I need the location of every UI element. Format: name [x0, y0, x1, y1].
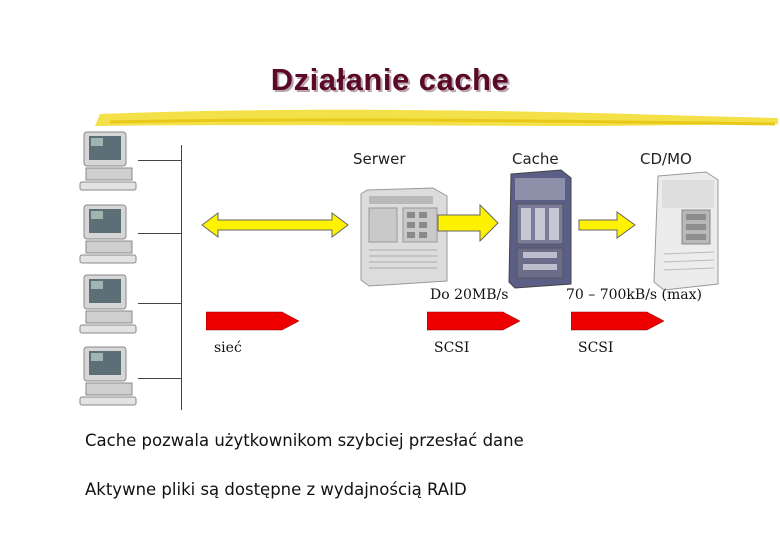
cache-label: Cache: [512, 150, 559, 168]
net-label: sieć: [214, 340, 242, 356]
cdmo-drive-icon: [653, 171, 719, 291]
network-line: [181, 145, 182, 410]
network-connector-2: [138, 233, 181, 234]
title-underline: [95, 109, 778, 126]
client-computer-icon: [79, 131, 137, 191]
scsi1-red-arrow: [427, 311, 521, 331]
cache-speed-label: Do 20MB/s: [430, 287, 509, 303]
bullet-text: Cache pozwala użytkownikom szybciej prze…: [85, 431, 524, 450]
bullet-text: Aktywne pliki są dostępne z wydajnością …: [85, 480, 467, 499]
net-red-arrow: [206, 311, 300, 331]
network-connector-4: [138, 378, 181, 379]
cdmo-label: CD/MO: [640, 150, 692, 168]
client-computer-icon: [79, 274, 137, 334]
server-label: Serwer: [353, 150, 406, 168]
cdmo-speed-label: 70 – 700kB/s (max): [566, 287, 703, 303]
cache-storage-icon: [508, 169, 572, 289]
network-connector-1: [138, 160, 181, 161]
client-computer-icon: [79, 204, 137, 264]
client-computer-icon: [79, 346, 137, 406]
server-icon: [360, 187, 448, 287]
network-double-arrow: [201, 212, 349, 238]
cache-to-cdmo-arrow: [578, 211, 636, 239]
server-to-cache-arrow: [437, 203, 499, 243]
network-connector-3: [138, 303, 181, 304]
scsi1-label: SCSI: [434, 340, 470, 356]
scsi2-red-arrow: [571, 311, 665, 331]
slide-title: Działanie cache: [270, 62, 510, 97]
scsi2-label: SCSI: [578, 340, 614, 356]
